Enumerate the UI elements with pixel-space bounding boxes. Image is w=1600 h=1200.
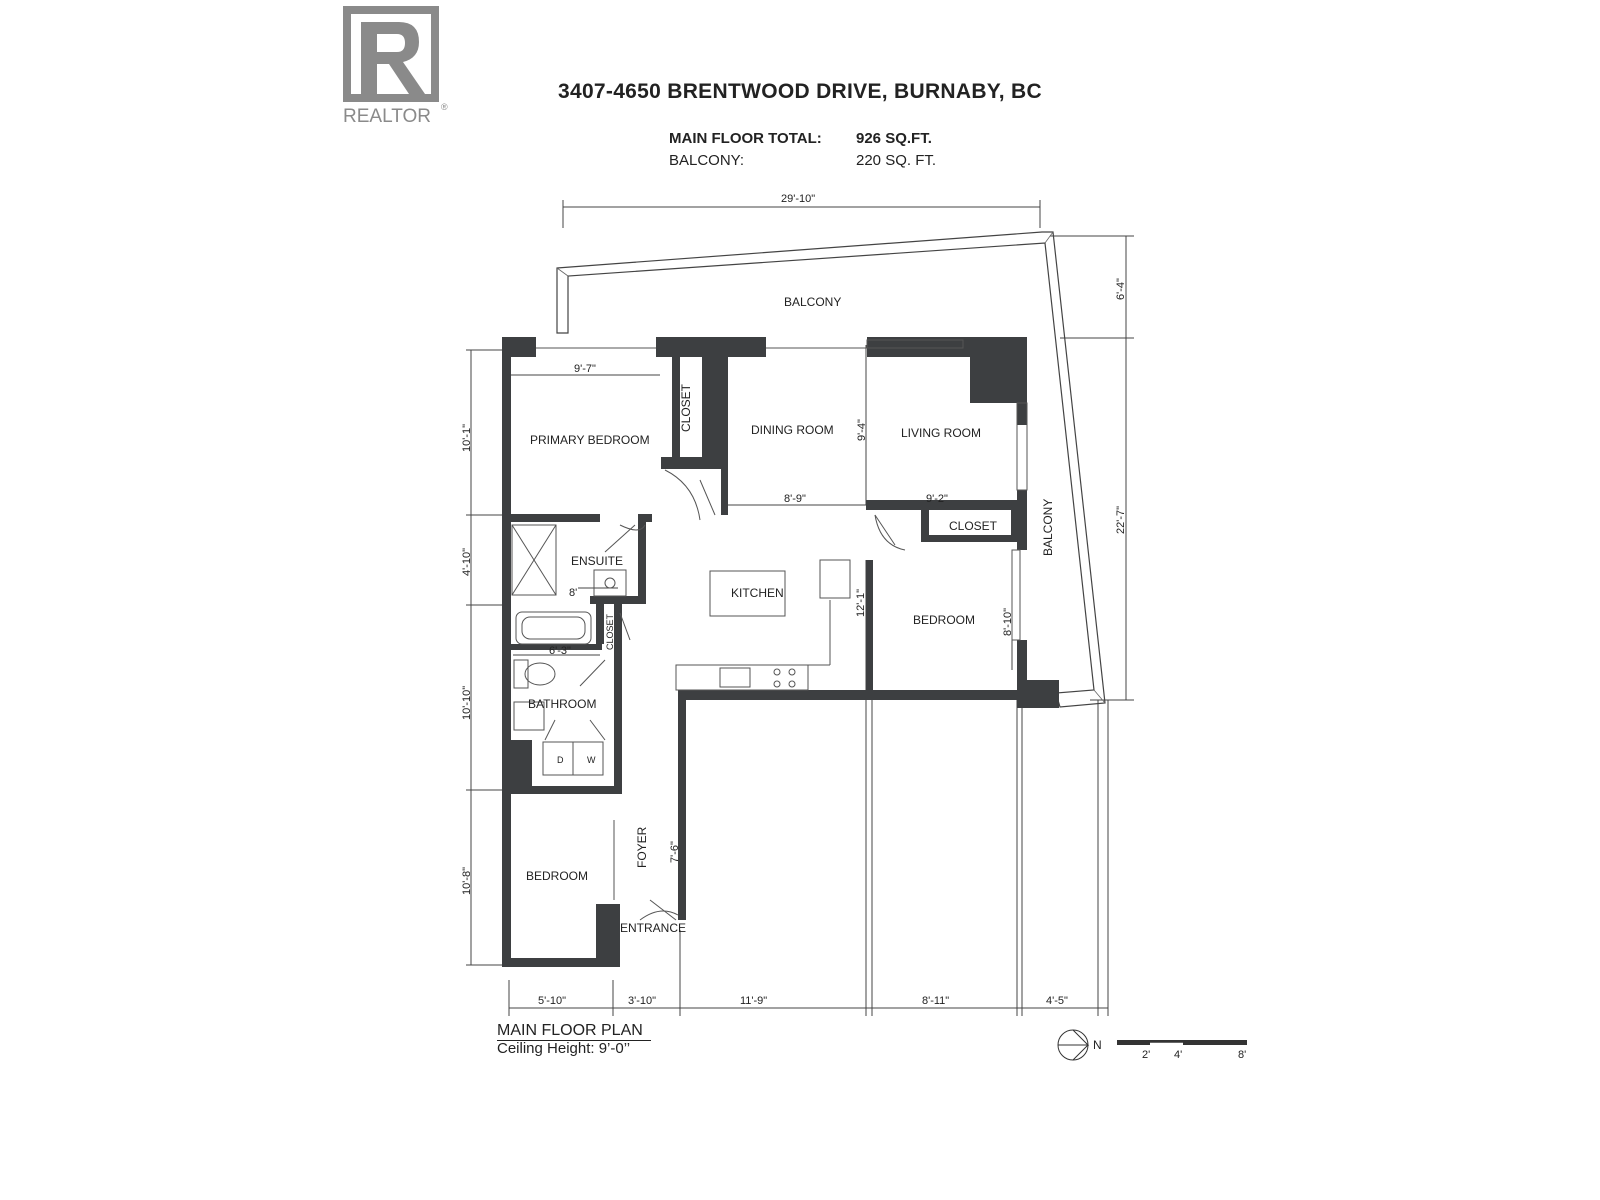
- dim-right-height: 22'-7": [1115, 506, 1127, 534]
- dim-kitchen-height: 12'-1": [855, 589, 867, 617]
- realtor-logo: REALTOR ®: [343, 6, 455, 127]
- dim-primary-height: 10'-1": [461, 424, 473, 452]
- dim-ensuite-width: 8': [569, 587, 577, 599]
- dryer-label: D: [557, 755, 564, 765]
- scale-label-8: 8': [1238, 1049, 1246, 1061]
- bedroom-left-label: BEDROOM: [526, 869, 588, 883]
- bathroom-sink-fixture: [513, 701, 545, 731]
- toilet-tank: [513, 659, 529, 689]
- kitchen-label: KITCHEN: [731, 586, 784, 600]
- scale-label-4: 4': [1174, 1049, 1182, 1061]
- walls: [502, 337, 1059, 967]
- balcony-hatch: [556, 231, 1106, 704]
- dim-living-width: 9'-2": [926, 493, 948, 505]
- doors-windows: [536, 339, 1028, 921]
- primary-bedroom-label: PRIMARY BEDROOM: [530, 433, 650, 447]
- ceiling-height: Ceiling Height: 9’-0’’: [497, 1040, 631, 1057]
- shower-fixture: [511, 524, 557, 596]
- ensuite-sink-fixture: [593, 569, 627, 597]
- main-floor-total-label: MAIN FLOOR TOTAL:: [669, 130, 822, 147]
- property-address: 3407-4650 BRENTWOOD DRIVE, BURNABY, BC: [557, 80, 1042, 103]
- washer-label: W: [587, 755, 596, 765]
- scale-bar: [1117, 1040, 1247, 1045]
- dim-foyer-height: 7'-6": [669, 841, 681, 863]
- balcony-top-label: BALCONY: [784, 295, 841, 309]
- toilet-bowl: [524, 662, 556, 686]
- bathtub-fixture: [515, 611, 592, 645]
- balcony-area-label: BALCONY:: [669, 152, 745, 169]
- dim-bath-width: 6'-3": [549, 645, 571, 657]
- ensuite-label: ENSUITE: [571, 554, 623, 568]
- dim-bottom-5: 4'-5": [1046, 995, 1068, 1007]
- dimension-lines: [466, 200, 1134, 1016]
- registered-mark: ®: [441, 102, 448, 112]
- plan-title-underline: [497, 1040, 651, 1041]
- north-arrow-icon: [1057, 1029, 1090, 1061]
- dim-bedroom-right-height: 8'-10": [1002, 608, 1014, 636]
- dining-room-label: DINING ROOM: [751, 423, 834, 437]
- dim-dining-width: 8'-9": [784, 493, 806, 505]
- balcony-outline: [556, 231, 1106, 708]
- entrance-label: ENTRANCE: [620, 921, 686, 935]
- living-room-label: LIVING ROOM: [901, 426, 981, 440]
- closet-small-label: CLOSET: [605, 613, 615, 650]
- plan-title: MAIN FLOOR PLAN: [497, 1022, 643, 1039]
- north-label: N: [1093, 1038, 1102, 1052]
- balcony-side-label: BALCONY: [1041, 499, 1055, 556]
- dim-bottom-1: 5'-10": [538, 995, 566, 1007]
- kitchen-island-fixture: [709, 570, 786, 617]
- dim-bottom-3: 11'-9": [740, 995, 767, 1007]
- fixtures: [511, 524, 851, 776]
- balcony-area-value: 220 SQ. FT.: [856, 152, 937, 169]
- fridge-fixture: [819, 559, 851, 599]
- closet-bedroom-label: CLOSET: [949, 519, 998, 533]
- dim-bath-height: 10'-10": [461, 686, 473, 720]
- dim-ensuite-height: 4'-10": [461, 548, 473, 576]
- dim-overall-width: 29'-10": [781, 193, 815, 205]
- closet-primary-label: CLOSET: [679, 383, 693, 432]
- bathroom-label: BATHROOM: [528, 697, 596, 711]
- foyer-label: FOYER: [635, 826, 649, 868]
- dim-primary-width: 9'-7": [574, 363, 596, 375]
- dim-balcony-depth: 6'-4": [1115, 278, 1127, 300]
- main-floor-total-value: 926 SQ.FT.: [856, 130, 932, 147]
- realtor-logo-text: REALTOR: [343, 106, 431, 124]
- dim-bottom-2: 3'-10": [628, 995, 656, 1007]
- dim-bedroom-left-height: 10'-8": [461, 867, 473, 895]
- scale-label-2: 2': [1142, 1049, 1150, 1061]
- dim-bottom-4: 8'-11": [922, 995, 949, 1007]
- dim-dining-height: 9'-4": [856, 419, 868, 441]
- bedroom-right-label: BEDROOM: [913, 613, 975, 627]
- kitchen-counter-fixture: [675, 664, 809, 691]
